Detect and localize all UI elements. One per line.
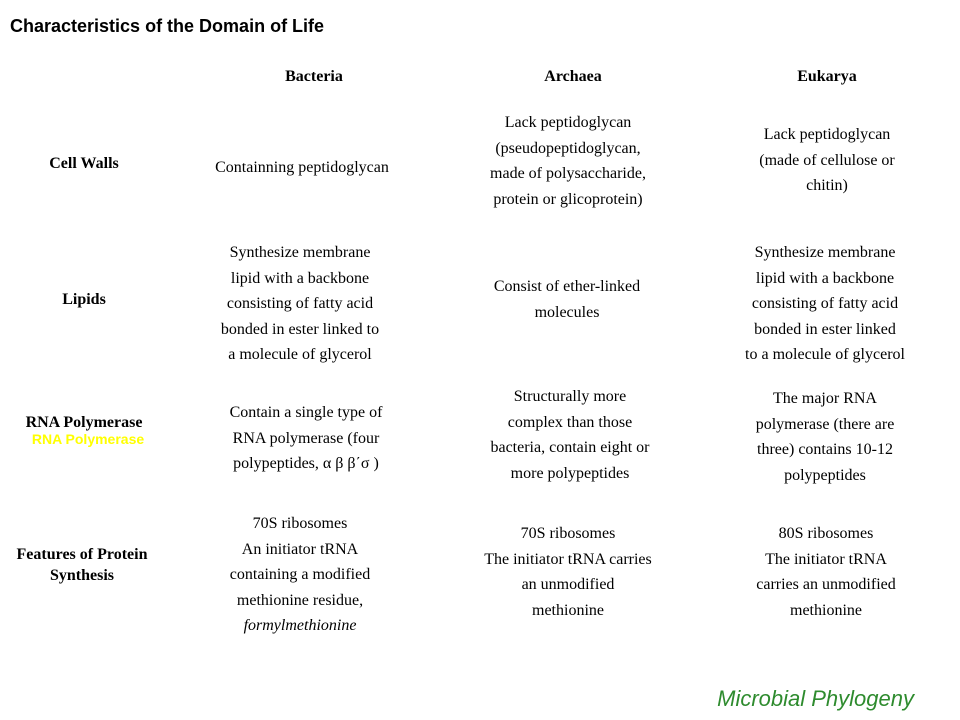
cell-rna-bacteria: Contain a single type of RNA polymerase … bbox=[186, 400, 426, 477]
cell-line: The major RNA bbox=[773, 390, 877, 407]
cell-line: containing a modified bbox=[229, 566, 371, 583]
cell-line: carries an unmodified bbox=[756, 576, 896, 593]
cell-line: Synthesize membrane bbox=[754, 244, 896, 261]
cell-line: protein or glicoprotein) bbox=[493, 190, 643, 208]
cell-rna-eukarya: The major RNA polymerase (there are thre… bbox=[705, 386, 945, 488]
cell-line: Structurally more bbox=[513, 388, 627, 405]
cell-line: formylmethionine bbox=[243, 617, 357, 634]
cell-line: methionine bbox=[790, 601, 862, 619]
cell-protein-eukarya: 80S ribosomes The initiator tRNA carries… bbox=[706, 521, 946, 623]
cell-line: consisting of fatty acid bbox=[751, 295, 899, 312]
page-title: Characteristics of the Domain of Life bbox=[10, 16, 325, 36]
cell-line: to a molecule of glycerol bbox=[745, 346, 905, 363]
cell-line: lipid with a backbone bbox=[230, 269, 370, 287]
cell-line: bonded in ester linked to bbox=[220, 320, 380, 338]
cell-line: 80S ribosomes bbox=[778, 525, 874, 542]
cell-line: more polypeptides bbox=[510, 464, 630, 482]
cell-cellwalls-eukarya: Lack peptidoglycan (made of cellulose or… bbox=[707, 122, 947, 199]
rna-polymerase-highlight-label: RNA Polymerase bbox=[31, 431, 145, 447]
cell-line: Consist of ether-linked bbox=[493, 278, 641, 295]
cell-line: Lack peptidoglycan bbox=[504, 114, 632, 131]
cell-line: lipid with a backbone bbox=[755, 269, 895, 287]
cell-line: polymerase (there are bbox=[755, 415, 895, 433]
cell-lipids-archaea: Consist of ether-linked molecules bbox=[447, 274, 687, 325]
row-header-protein-synthesis: Features of Protein Synthesis bbox=[16, 546, 148, 584]
cell-rna-archaea: Structurally more complex than those bac… bbox=[450, 384, 690, 486]
cell-cellwalls-archaea: Lack peptidoglycan (pseudopeptidoglycan,… bbox=[448, 110, 688, 212]
footer-title: Microbial Phylogeny bbox=[717, 686, 914, 711]
cell-lipids-eukarya: Synthesize membrane lipid with a backbon… bbox=[705, 240, 945, 368]
column-header-bacteria: Bacteria bbox=[285, 68, 343, 85]
cell-line: (pseudopeptidoglycan, bbox=[495, 139, 641, 157]
cell-line: RNA polymerase (four bbox=[232, 429, 380, 447]
row-header-rna-polymerase: RNA Polymerase bbox=[25, 414, 143, 431]
cell-line: methionine bbox=[532, 601, 604, 619]
column-header-eukarya: Eukarya bbox=[797, 68, 857, 85]
cell-line: 70S ribosomes bbox=[520, 525, 616, 542]
column-header-archaea: Archaea bbox=[544, 68, 602, 85]
cell-line: (made of cellulose or bbox=[759, 151, 895, 169]
cell-line: polypeptides, α β β΄σ ) bbox=[233, 455, 379, 472]
cell-line: consisting of fatty acid bbox=[226, 295, 374, 312]
cell-protein-bacteria: 70S ribosomes An initiator tRNA containi… bbox=[180, 511, 420, 639]
cell-line: three) contains 10-12 bbox=[757, 441, 893, 458]
cell-line: molecules bbox=[534, 303, 600, 321]
cell-line: Containning peptidoglycan bbox=[215, 159, 389, 176]
cell-line: Synthesize membrane bbox=[229, 244, 371, 261]
cell-line: chitin) bbox=[806, 177, 848, 194]
cell-line: made of polysaccharide, bbox=[490, 165, 646, 182]
cell-line: bonded in ester linked bbox=[754, 320, 896, 338]
cell-line: bacteria, contain eight or bbox=[490, 439, 650, 456]
cell-protein-archaea: 70S ribosomes The initiator tRNA carries… bbox=[448, 521, 688, 623]
cell-line: Contain a single type of bbox=[229, 404, 383, 421]
cell-line: polypeptides bbox=[784, 466, 866, 484]
cell-line: an unmodified bbox=[521, 576, 615, 593]
row-header-lipids: Lipids bbox=[62, 291, 106, 308]
cell-line: The initiator tRNA carries bbox=[484, 550, 652, 568]
cell-line: methionine residue, bbox=[236, 591, 364, 609]
cell-lipids-bacteria: Synthesize membrane lipid with a backbon… bbox=[180, 240, 420, 368]
cell-line: Lack peptidoglycan bbox=[763, 126, 891, 143]
cell-line: An initiator tRNA bbox=[241, 540, 359, 558]
cell-cellwalls-bacteria: Containning peptidoglycan bbox=[182, 155, 422, 181]
cell-line: complex than those bbox=[507, 413, 633, 431]
cell-line: a molecule of glycerol bbox=[228, 346, 372, 363]
row-header-cell-walls: Cell Walls bbox=[49, 155, 119, 172]
cell-line: 70S ribosomes bbox=[252, 515, 348, 532]
cell-line: The initiator tRNA bbox=[765, 550, 887, 568]
